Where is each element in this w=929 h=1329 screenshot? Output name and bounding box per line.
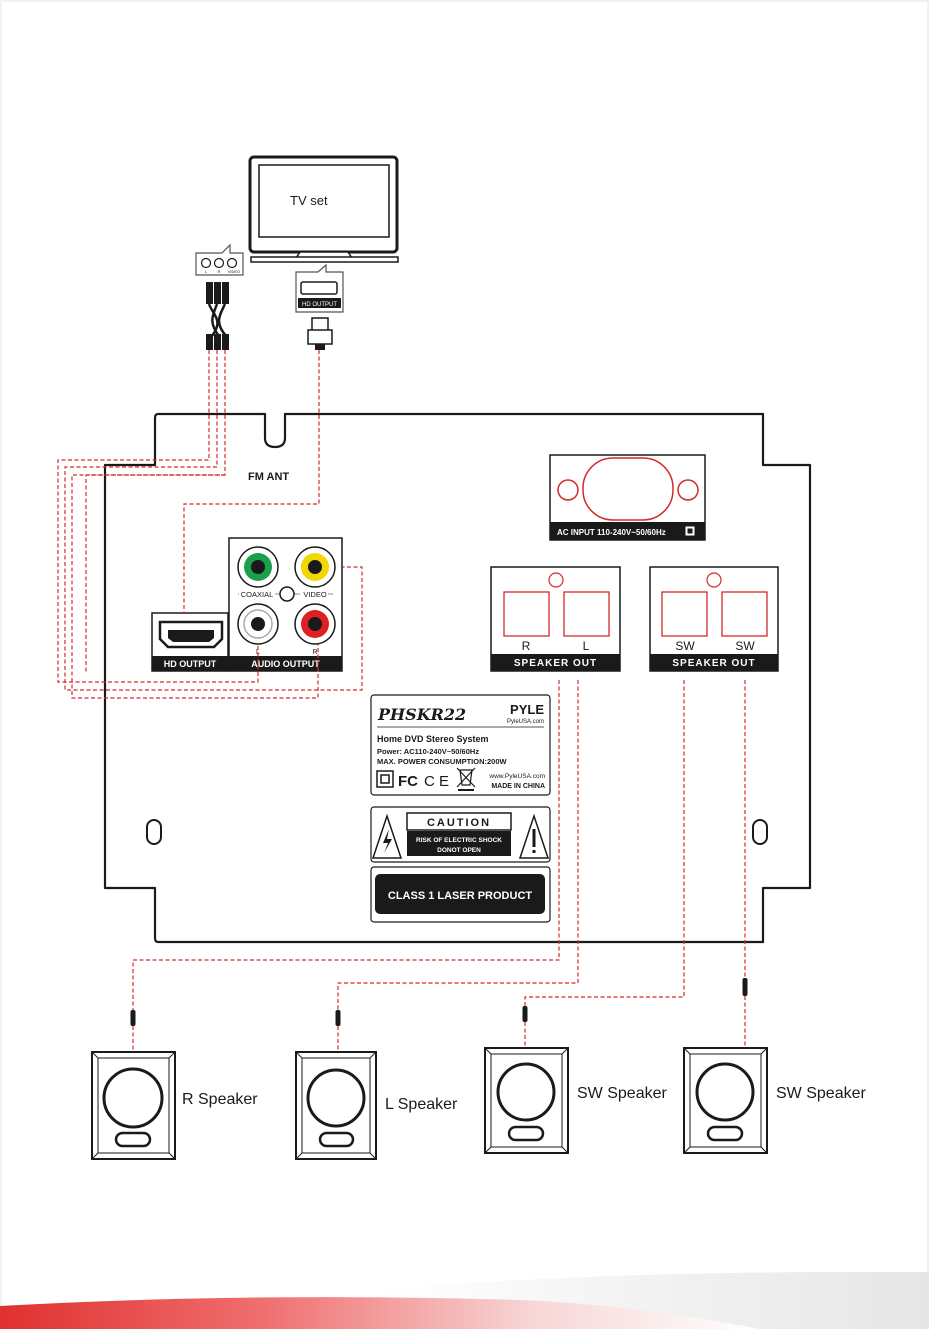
hd-output-label: HD OUTPUT bbox=[164, 659, 217, 669]
speaker-plugs bbox=[130, 978, 748, 1026]
speaker-label-l: L Speaker bbox=[385, 1096, 458, 1113]
brand-logo: PYLE bbox=[510, 702, 544, 717]
speaker-label-sw-2: SW Speaker bbox=[776, 1085, 866, 1102]
mount-slot-right bbox=[752, 819, 768, 845]
tv-set: TV set bbox=[248, 155, 399, 263]
wire-video bbox=[64, 350, 363, 691]
laser-label: CLASS 1 LASER PRODUCT bbox=[370, 866, 551, 923]
rca-cable bbox=[206, 282, 229, 350]
tv-label: TV set bbox=[290, 193, 328, 208]
ac-input-label: AC INPUT 110-240V~50/60Hz bbox=[557, 528, 666, 537]
caution-label: CAUTION RISK OF ELECTRIC SHOCK DONOT OPE… bbox=[370, 806, 551, 863]
svg-text:MADE IN CHINA: MADE IN CHINA bbox=[491, 783, 545, 790]
wire-l-speaker bbox=[337, 680, 579, 1010]
laser-class-text: CLASS 1 LASER PRODUCT bbox=[388, 890, 533, 902]
svg-text:Power: AC110-240V~50/60Hz: Power: AC110-240V~50/60Hz bbox=[377, 747, 479, 756]
wire-audio-l bbox=[57, 350, 259, 683]
speaker-l: L Speaker bbox=[295, 1051, 458, 1160]
svg-text:SW: SW bbox=[735, 639, 755, 653]
svg-text:Home DVD Stereo System: Home DVD Stereo System bbox=[377, 734, 489, 744]
wire-extra bbox=[85, 474, 225, 674]
rating-label: PHSKR22 PYLE PyleUSA.com Home DVD Stereo… bbox=[370, 694, 551, 796]
hd-output-port: HD OUTPUT bbox=[151, 612, 229, 672]
ac-input: AC INPUT 110-240V~50/60Hz bbox=[549, 454, 706, 541]
audio-output-label: AUDIO OUTPUT bbox=[251, 659, 320, 669]
tv-hdmi-port: HD OUTPUT bbox=[295, 263, 344, 350]
svg-text:L: L bbox=[583, 639, 590, 653]
tv-stand bbox=[250, 256, 399, 263]
video-label: VIDEO bbox=[303, 590, 327, 599]
tv-rca-ports: L R VIDEO bbox=[195, 243, 244, 276]
speaker-label-sw-1: SW Speaker bbox=[577, 1085, 667, 1102]
fm-ant-label: FM ANT bbox=[248, 471, 289, 483]
svg-text:MAX. POWER CONSUMPTION:200W: MAX. POWER CONSUMPTION:200W bbox=[377, 757, 508, 766]
svg-text:R: R bbox=[522, 639, 531, 653]
ce-logo: C E bbox=[424, 773, 449, 790]
svg-text:RISK OF ELECTRIC SHOCK: RISK OF ELECTRIC SHOCK bbox=[416, 837, 502, 844]
model-number: PHSKR22 bbox=[377, 705, 466, 724]
svg-text:R: R bbox=[218, 269, 221, 274]
mount-slot-left bbox=[146, 819, 162, 845]
speaker-out-label-1: SPEAKER OUT bbox=[514, 658, 597, 669]
svg-text:SW: SW bbox=[675, 639, 695, 653]
wire-sw-speaker-1 bbox=[524, 680, 685, 1006]
caution-title: CAUTION bbox=[427, 817, 491, 829]
svg-text:PyleUSA.com: PyleUSA.com bbox=[507, 719, 544, 725]
tv-screen bbox=[258, 164, 390, 238]
speaker-out-rl: R L SPEAKER OUT bbox=[490, 566, 621, 672]
weee-bin-icon bbox=[456, 767, 476, 791]
wires bbox=[57, 350, 746, 1052]
speaker-r: R Speaker bbox=[91, 1051, 258, 1160]
tv-hdmi-label: HD OUTPUT bbox=[302, 302, 337, 308]
speaker-sw-1: SW Speaker bbox=[484, 1047, 667, 1154]
svg-text:VIDEO: VIDEO bbox=[228, 269, 240, 274]
footer-swoosh bbox=[0, 1271, 929, 1329]
fcc-logo: FC bbox=[398, 773, 418, 790]
speaker-out-sw: SW SW SPEAKER OUT bbox=[649, 566, 779, 672]
wire-r-speaker bbox=[132, 680, 560, 1010]
svg-text:R: R bbox=[312, 649, 317, 656]
speaker-sw-2: SW Speaker bbox=[683, 1047, 866, 1154]
wire-audio-r bbox=[71, 350, 319, 699]
svg-text:L: L bbox=[205, 269, 208, 274]
speaker-out-label-2: SPEAKER OUT bbox=[672, 658, 755, 669]
coaxial-label: COAXIAL bbox=[241, 590, 274, 599]
svg-text:www.PyleUSA.com: www.PyleUSA.com bbox=[488, 773, 545, 780]
svg-text:DONOT OPEN: DONOT OPEN bbox=[437, 847, 481, 854]
wire-hdmi bbox=[183, 350, 320, 614]
audio-video-block: COAXIAL VIDEO L R AUDIO OUTPUT bbox=[228, 537, 343, 672]
speaker-label-r: R Speaker bbox=[182, 1091, 258, 1108]
